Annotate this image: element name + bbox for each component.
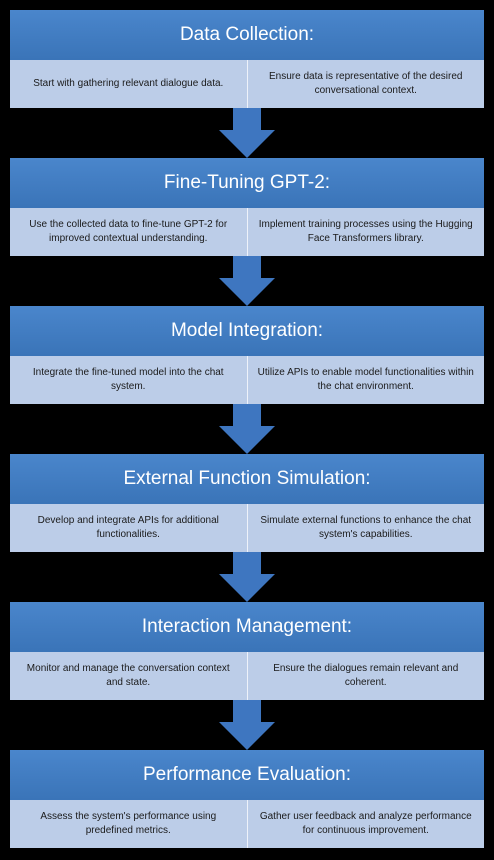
step-body: Develop and integrate APIs for additiona… [10,504,484,552]
step-model-integration: Model Integration: Integrate the fine-tu… [10,306,484,404]
step-title: External Function Simulation: [10,454,484,504]
step-left-text: Develop and integrate APIs for additiona… [37,515,219,540]
step-title: Model Integration: [10,306,484,356]
step-left-text: Assess the system's performance using pr… [40,811,217,836]
step-right-text: Simulate external functions to enhance t… [246,504,485,552]
step-body: Use the collected data to fine-tune GPT-… [10,208,484,256]
step-body: Integrate the fine-tuned model into the … [10,356,484,404]
step-interaction-management: Interaction Management: Monitor and mana… [10,602,484,700]
step-title: Data Collection: [10,10,484,60]
step-left-text: Integrate the fine-tuned model into the … [32,367,224,392]
step-left-text: Monitor and manage the conversation cont… [26,663,230,688]
step-right-text: Implement training processes using the H… [246,208,485,256]
step-body: Monitor and manage the conversation cont… [10,652,484,700]
step-data-collection: Data Collection: Start with gathering re… [10,10,484,108]
down-arrow-icon [219,256,275,306]
step-fine-tuning: Fine-Tuning GPT-2: Use the collected dat… [10,158,484,256]
down-arrow-icon [219,404,275,454]
step-performance-evaluation: Performance Evaluation: Assess the syste… [10,750,484,848]
step-title: Interaction Management: [10,602,484,652]
step-left-text: Start with gathering relevant dialogue d… [33,78,224,89]
step-external-function-simulation: External Function Simulation: Develop an… [10,454,484,552]
step-title: Fine-Tuning GPT-2: [10,158,484,208]
step-body: Assess the system's performance using pr… [10,800,484,848]
step-right-text: Gather user feedback and analyze perform… [246,800,485,848]
down-arrow-icon [219,552,275,602]
step-right-text: Ensure data is representative of the des… [246,60,485,108]
step-title: Performance Evaluation: [10,750,484,800]
down-arrow-icon [219,108,275,158]
flowchart: Data Collection: Start with gathering re… [10,10,484,850]
step-left-text: Use the collected data to fine-tune GPT-… [29,219,228,244]
step-body: Start with gathering relevant dialogue d… [10,60,484,108]
down-arrow-icon [219,700,275,750]
step-right-text: Utilize APIs to enable model functionali… [246,356,485,404]
step-right-text: Ensure the dialogues remain relevant and… [246,652,485,700]
